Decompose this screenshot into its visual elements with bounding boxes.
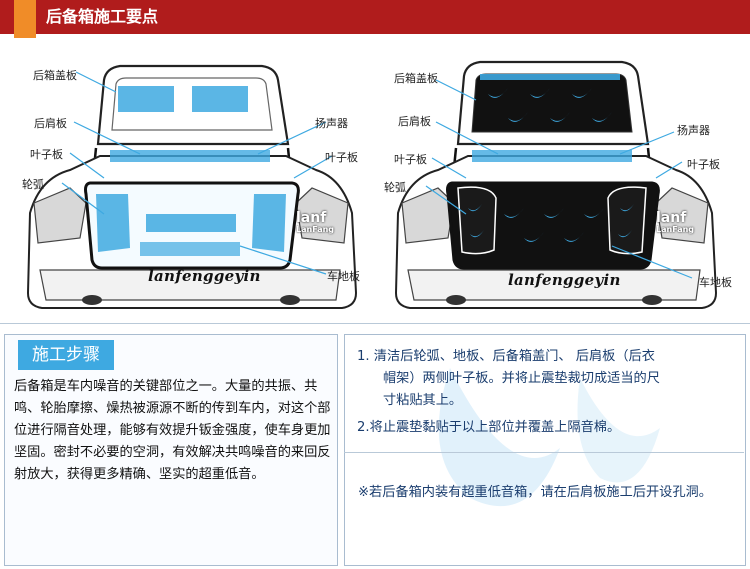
steps-badge: 施工步骤: [18, 340, 114, 370]
label-floor-left: 车地板: [327, 270, 360, 283]
label-parcel-shelf-right: 后肩板: [398, 115, 431, 128]
car-diagram-right: [394, 60, 718, 309]
parcel-shelf-left: [110, 150, 270, 162]
step-1-line-3: 寸粘贴其上。: [383, 393, 463, 408]
section-title: 后备箱施工要点: [46, 7, 159, 26]
trunk-mat-right: [446, 181, 660, 270]
label-fender-right-b: 叶子板: [687, 158, 720, 171]
car-diagram-left: [26, 64, 358, 309]
header-accent-tab: [14, 0, 36, 40]
signature-left: lanfenggeyin: [148, 267, 261, 285]
label-floor-right: 车地板: [699, 276, 732, 289]
label-speaker-left: 扬声器: [315, 117, 348, 130]
step-2: 2.将止震垫黏贴于以上部位并覆盖上隔音棉。: [357, 420, 621, 435]
watermark-logo-left: lanf LanFang: [296, 210, 335, 234]
section-header: [0, 0, 750, 34]
label-wheel-arch-left: 轮弧: [22, 178, 44, 191]
lid-pad-left-1: [118, 86, 174, 112]
label-parcel-shelf-left: 后肩板: [34, 117, 67, 130]
floor-pad-left: [146, 214, 236, 232]
label-speaker-right: 扬声器: [677, 124, 710, 137]
signature-right: lanfenggeyin: [508, 271, 621, 289]
steps-left-box: [4, 334, 338, 566]
label-trunk-lid-left: 后箱盖板: [33, 69, 77, 82]
step-1-line-2: 帽架）两侧叶子板。并将止震垫裁切成适当的尺: [383, 371, 660, 386]
wheel-arch-pad-left-b: [252, 194, 286, 252]
label-fender-left-b: 叶子板: [325, 151, 358, 164]
subwoofer-note: ※若后备箱内装有超重低音箱，请在后肩板施工后开设孔洞。: [358, 485, 712, 500]
diagram-panel: 后箱盖板 后肩板 扬声器 叶子板 叶子板 轮弧 车地板 lanfenggeyin…: [0, 38, 750, 324]
label-fender-left-a: 叶子板: [30, 148, 63, 161]
wheel-arch-mat-right-b: [607, 186, 647, 255]
watermark-logo-right: lanf LanFang: [656, 210, 695, 234]
parcel-shelf-right: [472, 150, 632, 162]
wheel-arch-pad-left-a: [96, 194, 130, 252]
steps-paragraph: 后备箱是车内噪音的关键部位之一。大量的共振、共鸣、轮胎摩擦、燥热被源源不断的传到…: [14, 379, 331, 482]
steps-divider: [344, 452, 744, 453]
wheel-arch-mat-right-a: [457, 186, 497, 255]
lid-mat-right: [471, 73, 633, 133]
lid-pad-left-2: [192, 86, 248, 112]
label-wheel-arch-right: 轮弧: [384, 181, 406, 194]
label-fender-right-a: 叶子板: [394, 153, 427, 166]
mat-swoosh-marks: [468, 88, 634, 242]
step-1-line-1: 1. 清洁后轮弧、地板、后备箱盖门、 后肩板（后衣: [357, 349, 655, 364]
label-trunk-lid-right: 后箱盖板: [394, 72, 438, 85]
